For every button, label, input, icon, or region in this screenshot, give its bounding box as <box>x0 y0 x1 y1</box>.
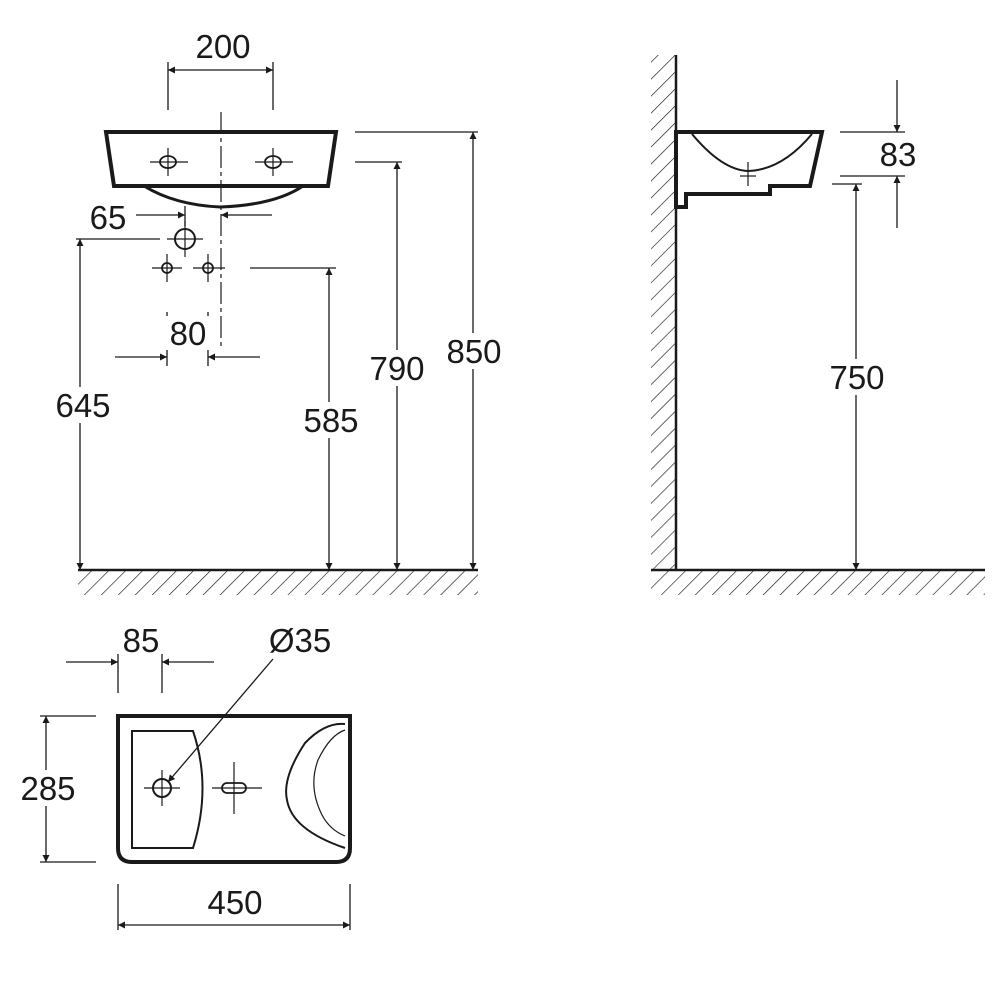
side-floor <box>651 568 985 595</box>
dim-hole-diameter-leader <box>167 658 274 783</box>
supply-point-left <box>152 254 182 282</box>
label-hole-diameter: Ø35 <box>269 622 331 659</box>
plan-tap-hole <box>212 762 262 814</box>
waste-outlet <box>167 221 203 257</box>
plan-drainboard-inner <box>313 729 346 837</box>
label-width: 450 <box>207 884 262 921</box>
dim-tap-spacing <box>167 62 274 110</box>
side-waste <box>740 162 756 186</box>
plan-bowl-outline <box>131 730 204 849</box>
dim-width <box>117 884 351 930</box>
label-tap-spacing: 200 <box>195 28 250 65</box>
front-floor <box>78 568 478 595</box>
plan-view <box>40 654 352 930</box>
front-view <box>76 62 478 595</box>
plan-waste-hole <box>144 770 180 806</box>
label-rim-height: 850 <box>446 333 501 370</box>
side-wall <box>651 55 678 570</box>
dim-side-offset <box>66 654 214 693</box>
dim-waste-offset <box>136 206 272 226</box>
label-underside-height: 790 <box>369 350 424 387</box>
label-depth: 285 <box>20 770 75 807</box>
label-side-underside-height: 750 <box>829 359 884 396</box>
label-waste-offset: 65 <box>90 199 127 236</box>
label-side-offset: 85 <box>123 622 160 659</box>
label-supply-height: 585 <box>303 402 358 439</box>
tap-hole-right <box>255 148 293 176</box>
plan-drainboard-curve <box>285 722 346 849</box>
side-view <box>651 55 985 595</box>
label-basin-depth: 83 <box>880 136 917 173</box>
dim-basin-depth <box>840 80 905 228</box>
label-waste-height: 645 <box>55 387 110 424</box>
label-supply-spacing: 80 <box>170 315 207 352</box>
supply-point-right <box>193 254 225 282</box>
front-bowl-underside <box>143 184 304 209</box>
tap-hole-left <box>150 148 188 176</box>
side-basin-outline <box>674 130 825 209</box>
